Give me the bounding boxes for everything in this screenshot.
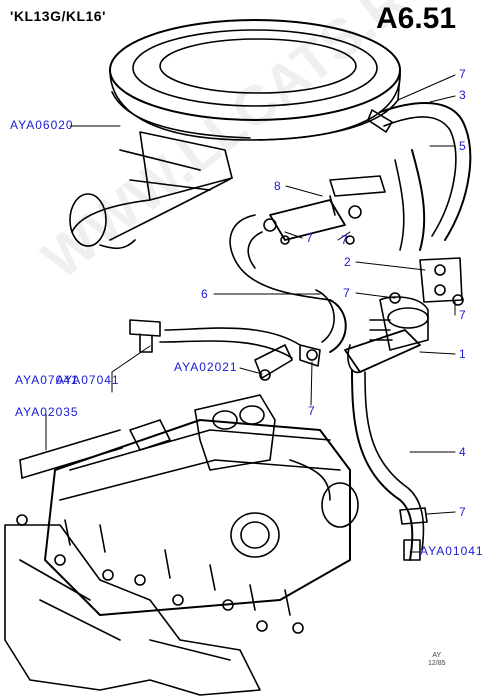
engine-block <box>4 394 359 696</box>
oil-separator-1 <box>344 296 429 374</box>
drawing-stamp: AY 12/85 <box>428 652 446 668</box>
pcv-valve <box>254 344 321 381</box>
ref-link-aya02035[interactable]: AYA02035 <box>15 405 79 419</box>
callout-7[interactable]: 7 <box>341 233 348 247</box>
callout-1[interactable]: 1 <box>459 347 466 361</box>
callout-7[interactable]: 7 <box>343 286 350 300</box>
callout-2[interactable]: 2 <box>344 255 351 269</box>
callout-7[interactable]: 7 <box>306 231 313 245</box>
leader-lines <box>45 74 456 553</box>
callout-7[interactable]: 7 <box>308 404 315 418</box>
hose-clips <box>280 235 464 361</box>
callout-7[interactable]: 7 <box>459 308 466 322</box>
callout-4[interactable]: 4 <box>459 445 466 459</box>
ref-link-aya07041-a[interactable]: AYA07041 <box>15 373 79 387</box>
air-cleaner-assembly <box>69 19 401 250</box>
callout-7[interactable]: 7 <box>459 67 466 81</box>
ref-link-aya06020[interactable]: AYA06020 <box>10 118 74 132</box>
ref-link-aya02021[interactable]: AYA02021 <box>174 360 238 374</box>
stamp-line-1: AY <box>432 652 442 659</box>
hose-3 <box>367 102 472 241</box>
valve-8 <box>229 175 386 301</box>
callout-8[interactable]: 8 <box>274 179 281 193</box>
ref-link-aya07041-b[interactable]: AYA07041 <box>56 373 120 387</box>
model-title: 'KL13G/KL16' <box>10 8 106 24</box>
callout-5[interactable]: 5 <box>459 139 466 153</box>
t-fitting <box>129 319 161 353</box>
hose-5 <box>394 149 426 251</box>
callout-7[interactable]: 7 <box>459 505 466 519</box>
stamp-line-2: 12/85 <box>428 660 446 667</box>
hose-4 <box>351 369 428 561</box>
page-code: A6.51 <box>376 2 457 35</box>
hose-6 <box>159 289 347 359</box>
ref-link-aya01041[interactable]: AYA01041 <box>420 544 484 558</box>
callout-3[interactable]: 3 <box>459 88 466 102</box>
callout-6[interactable]: 6 <box>201 287 208 301</box>
